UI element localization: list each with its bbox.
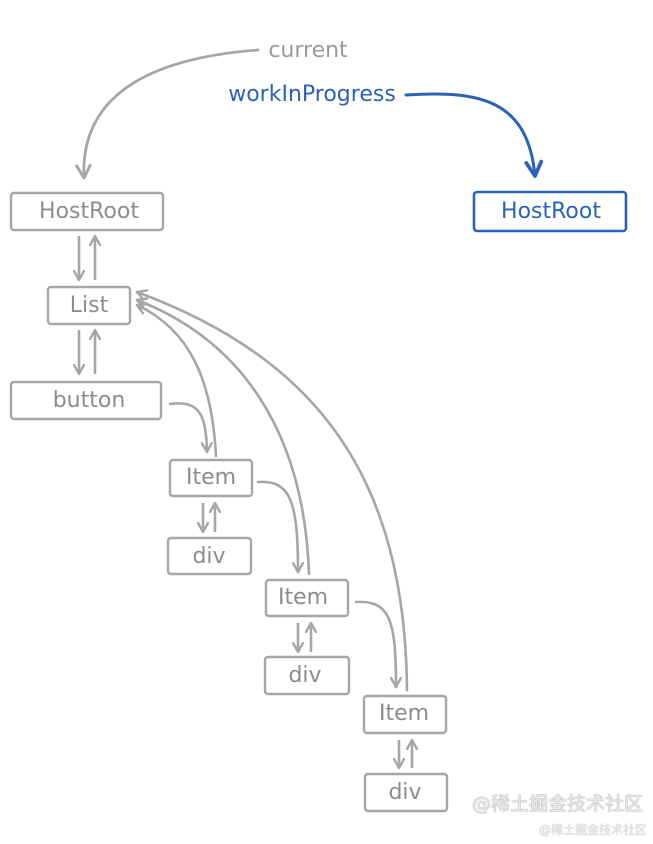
node-item-2: Item <box>264 578 350 618</box>
node-div-3-label: div <box>388 780 421 805</box>
current-label: current <box>268 38 348 63</box>
node-item-1-label: Item <box>186 465 236 490</box>
node-div-3: div <box>363 772 449 813</box>
node-div-2-label: div <box>288 663 321 688</box>
sibling-arrow-item2-item3 <box>354 600 396 689</box>
node-list-label: List <box>70 293 109 318</box>
return-arrow-item3-list <box>135 292 409 692</box>
node-hostroot-wip-label: HostRoot <box>501 199 601 224</box>
sibling-arrow-button-item1 <box>168 402 207 454</box>
return-arrow-item2-list <box>135 300 311 576</box>
current-pointer-arrow <box>75 48 260 180</box>
node-button-label: button <box>53 388 126 413</box>
node-hostroot-current: HostRoot <box>9 191 165 232</box>
watermark-main: @稀土掘金技术社区 <box>471 793 643 815</box>
node-item-3-label: Item <box>379 701 429 726</box>
node-hostroot-current-label: HostRoot <box>39 199 139 224</box>
node-div-1: div <box>166 536 253 576</box>
node-item-2-label: Item <box>278 585 328 610</box>
node-item-3: Item <box>362 694 448 735</box>
node-hostroot-wip: HostRoot <box>472 190 628 233</box>
watermark-small: @稀土掘金技术社区 <box>538 823 647 837</box>
node-list: List <box>46 285 132 326</box>
work-in-progress-label: workInProgress <box>228 82 396 107</box>
node-item-1: Item <box>168 458 254 498</box>
node-div-2: div <box>263 655 351 696</box>
sibling-arrow-item1-item2 <box>256 480 298 574</box>
node-div-1-label: div <box>192 544 225 569</box>
wip-pointer-arrow <box>404 92 544 178</box>
return-arrow-item1-list <box>135 305 218 458</box>
node-button: button <box>9 380 163 421</box>
